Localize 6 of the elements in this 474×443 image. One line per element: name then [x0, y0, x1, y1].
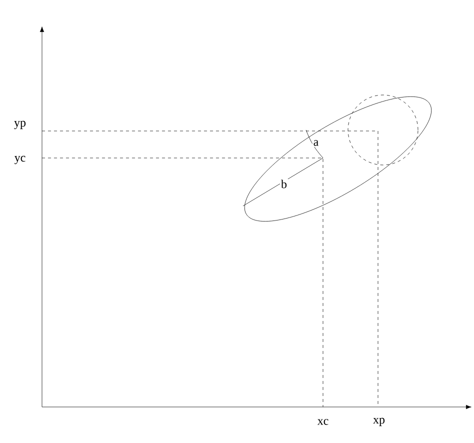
axis-label: xc	[316, 418, 330, 426]
axis-label: yc	[13, 154, 27, 166]
axis-label: yp	[13, 120, 27, 130]
axis-label: b	[280, 178, 288, 190]
axis-label: a	[312, 139, 320, 147]
axis-label: xp	[372, 416, 386, 428]
